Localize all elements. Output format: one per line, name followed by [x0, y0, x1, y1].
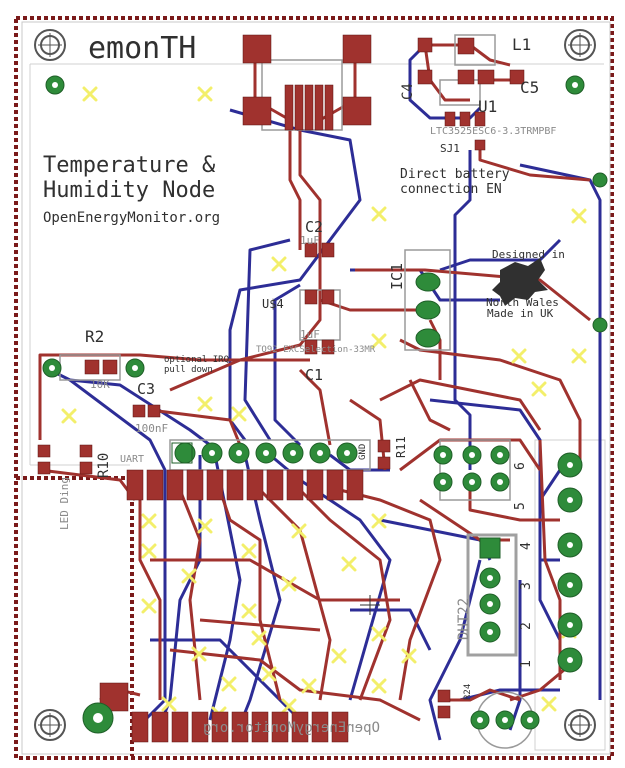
label-c4: C4	[400, 83, 416, 100]
label-pin-6: 6	[513, 462, 528, 470]
board-website: OpenEnergyMonitor.org	[43, 210, 220, 226]
pad-centers	[49, 82, 578, 723]
label-c2-value: 1uF	[300, 234, 320, 247]
label-c3-value: 100nF	[135, 422, 168, 435]
label-pin-2: 2	[519, 622, 534, 630]
label-designed-in: Designed in	[492, 248, 565, 261]
vias	[61, 86, 587, 722]
label-c5: C5	[520, 78, 539, 97]
label-ic1: IC1	[388, 263, 406, 290]
label-direct-battery-2: connection EN	[400, 182, 502, 197]
label-r2: R2	[85, 327, 104, 346]
board-subtitle-line2: Humidity Node	[43, 178, 215, 203]
mounting-hole-bottom-right	[564, 709, 596, 741]
label-pin-4: 4	[519, 542, 534, 550]
mounting-holes	[34, 29, 596, 741]
silkscreen-text: emonTH Temperature & Humidity Node OpenE…	[43, 31, 565, 736]
origin-crosshair	[360, 595, 380, 615]
label-direct-battery-1: Direct battery	[400, 167, 510, 182]
mounting-hole-top-left	[34, 29, 66, 61]
square-pads	[171, 442, 501, 559]
label-c1-value: 1uF	[300, 328, 320, 341]
label-u4-part: TO92 EXCSelection-33MR	[256, 345, 376, 355]
mounting-hole-bottom-left	[34, 709, 66, 741]
label-made-in-uk: Made in UK	[487, 307, 554, 320]
label-pin-3: 3	[519, 582, 534, 590]
label-north-wales: North Wales	[486, 296, 559, 309]
label-pin-1: 1	[519, 660, 534, 668]
label-optional-irq-1: optional IRQ	[164, 355, 229, 365]
label-gnd: GND	[358, 444, 368, 460]
label-sj1: SJ1	[440, 142, 460, 155]
welsh-dragon-logo	[492, 258, 548, 306]
label-optional-irq-2: pull down	[164, 365, 213, 375]
label-dht22: DHT22	[456, 598, 472, 640]
label-r10: R10	[96, 453, 112, 478]
label-u1-part: LTC3525ESC6-3.3TRMPBF	[430, 126, 556, 137]
board-subtitle-line1: Temperature &	[43, 153, 216, 178]
label-u1: U1	[478, 97, 497, 116]
label-r11: R11	[394, 436, 408, 458]
smd-pads	[37, 34, 525, 743]
label-bottom-website: OpenEnergyMonitor.org	[203, 720, 380, 736]
label-c3: C3	[137, 380, 155, 398]
label-r24: R24	[463, 684, 473, 700]
label-l1: L1	[512, 35, 531, 54]
label-c1: C1	[305, 366, 323, 384]
mounting-hole-top-right	[564, 29, 596, 61]
label-c2: C2	[305, 218, 323, 236]
label-led-ding: LED Ding	[58, 477, 71, 530]
label-u4: U$4	[262, 297, 284, 311]
label-r2-value: 10K	[90, 378, 110, 391]
board-title: emonTH	[88, 31, 196, 66]
label-uart: UART	[120, 454, 144, 465]
board-outline	[14, 16, 614, 760]
label-pin-5: 5	[513, 502, 528, 510]
